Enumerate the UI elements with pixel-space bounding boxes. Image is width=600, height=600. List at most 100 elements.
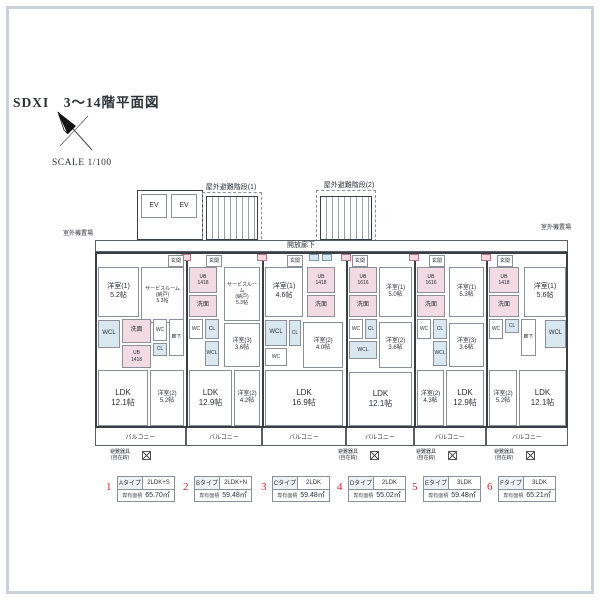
room-f-bedroom1: 洋室(1) 5.6帖 bbox=[524, 267, 566, 317]
page-border bbox=[6, 6, 594, 594]
legend-type-plan: 3LDK bbox=[531, 479, 547, 486]
outdoor-unit-label-right: 室外機置場 bbox=[540, 225, 571, 231]
legend-area-label: 専有面積 bbox=[428, 492, 449, 499]
room-c-bedroom2: 洋室(2) 4.0帖 bbox=[303, 322, 343, 368]
stair-2-icon bbox=[320, 196, 372, 240]
room-d-washroom: 洗面 bbox=[349, 295, 377, 317]
legend-number: 5 bbox=[412, 481, 418, 493]
unit-wall-2 bbox=[262, 252, 264, 428]
legend-type-name: Aタイプ bbox=[118, 477, 143, 489]
room-d-wcl: WCL bbox=[349, 341, 377, 359]
room-a-bedroom2: 洋室(2) 5.2帖 bbox=[150, 370, 184, 426]
room-b-wcl: WCL bbox=[205, 341, 219, 366]
unit-wall-4 bbox=[414, 252, 416, 428]
stair-1-icon bbox=[206, 196, 258, 240]
legend-type-plan: 2LDK+S bbox=[147, 479, 170, 486]
pipe-space-box bbox=[322, 254, 332, 261]
legend-area-label: 専有面積 bbox=[122, 492, 143, 499]
legend-number: 2 bbox=[183, 481, 189, 493]
stair-2-label: 屋外避難階段(2) bbox=[323, 182, 375, 189]
legend-area-label: 専有面積 bbox=[353, 492, 374, 499]
escape-hatch-icon bbox=[370, 451, 379, 460]
room-a-serviceroom: サービスルーム (納戸) 5.3帖 bbox=[141, 267, 184, 323]
legend-type-name: Cタイプ bbox=[273, 477, 298, 489]
room-f-wc: WC bbox=[489, 319, 503, 339]
room-a-ldk: LDK 12.1帖 bbox=[98, 370, 148, 426]
compass-icon bbox=[57, 111, 93, 151]
room-a-hallway: 廊下 bbox=[169, 319, 184, 356]
legend-type-plan: 2LDK bbox=[381, 479, 397, 486]
room-d-wc: WC bbox=[349, 319, 363, 339]
room-b-wc: WC bbox=[189, 319, 203, 339]
escape-equipment-label: 避難器具 (自在鈎) bbox=[493, 449, 514, 462]
room-a-entrance: 玄関 bbox=[168, 255, 184, 267]
page-title: SDXI 3〜14階平面図 bbox=[13, 95, 160, 110]
legend-number: 4 bbox=[337, 481, 343, 493]
legend-type-name: Eタイプ bbox=[424, 477, 449, 489]
room-c-wcl: WCL bbox=[265, 320, 287, 346]
elevator-2: EV bbox=[171, 194, 197, 218]
escape-equipment-label: 避難器具 (自在鈎) bbox=[415, 449, 436, 462]
legend-type-name: Bタイプ bbox=[195, 477, 220, 489]
room-a-bedroom1: 洋室(1) 5.2帖 bbox=[98, 267, 139, 317]
room-b-bath: UB 1418 bbox=[189, 267, 217, 293]
legend-number: 1 bbox=[106, 481, 112, 493]
room-e-wc: WC bbox=[417, 319, 431, 339]
escape-equipment-label: 避難器具 (自在鈎) bbox=[109, 449, 130, 462]
room-b-ldk: LDK 12.9帖 bbox=[189, 370, 232, 426]
room-c-entrance: 玄関 bbox=[287, 255, 303, 267]
room-c-washroom: 洗面 bbox=[307, 295, 335, 317]
room-f-bath: UB 1418 bbox=[489, 267, 519, 293]
room-e-entrance: 玄関 bbox=[429, 255, 445, 267]
legend-type-plan: 2LDK bbox=[305, 479, 321, 486]
balcony-e: バルコニー bbox=[414, 428, 486, 446]
room-d-entrance: 玄関 bbox=[352, 255, 368, 267]
room-e-bedroom3: 洋室(3) 3.6帖 bbox=[449, 323, 484, 367]
scale-label: SCALE 1/100 bbox=[52, 158, 112, 168]
meter-box bbox=[257, 254, 267, 261]
room-b-entrance: 玄関 bbox=[206, 255, 222, 267]
unit-wall-5 bbox=[486, 252, 488, 428]
escape-hatch-icon bbox=[448, 451, 457, 460]
balcony-b: バルコニー bbox=[186, 428, 262, 446]
room-e-wcl: WCL bbox=[433, 341, 447, 366]
room-a-closet: CL bbox=[153, 343, 167, 356]
meter-box bbox=[409, 254, 419, 261]
legend-number: 6 bbox=[487, 481, 493, 493]
balcony-d: バルコニー bbox=[346, 428, 414, 446]
elevator-1: EV bbox=[141, 194, 167, 218]
corridor bbox=[95, 240, 568, 252]
meter-box bbox=[481, 254, 491, 261]
room-e-closet: CL bbox=[433, 319, 447, 339]
room-b-bedroom3: 洋室(3) 3.6帖 bbox=[224, 323, 260, 367]
room-d-bedroom1: 洋室(1) 5.0帖 bbox=[379, 267, 412, 317]
balcony-c: バルコニー bbox=[262, 428, 346, 446]
room-c-bath: UB 1418 bbox=[307, 267, 335, 293]
legend-area-value: 59.48㎡ bbox=[222, 492, 247, 500]
escape-equipment-label: 避難器具 (自在鈎) bbox=[337, 449, 358, 462]
legend-area-label: 専有面積 bbox=[503, 492, 524, 499]
room-a-bath: UB 1418 bbox=[122, 345, 151, 368]
room-f-ldk: LDK 12.1帖 bbox=[519, 370, 566, 426]
legend-number: 3 bbox=[261, 481, 267, 493]
corridor-label: 開放廊下 bbox=[276, 242, 326, 251]
unit-wall-1 bbox=[186, 252, 188, 428]
room-f-entrance: 玄関 bbox=[497, 255, 513, 267]
room-b-closet: CL bbox=[205, 319, 219, 339]
room-e-bedroom1: 洋室(1) 5.3帖 bbox=[449, 267, 484, 317]
room-f-wcl: WCL bbox=[545, 320, 566, 348]
legend-type-name: Fタイプ bbox=[499, 477, 524, 489]
outdoor-unit-label-left: 室外機置場 bbox=[62, 231, 93, 237]
room-f-hallway: 廊下 bbox=[521, 319, 536, 356]
legend-type-plan: 2LDK+N bbox=[224, 479, 247, 486]
legend-type-plan: 3LDK bbox=[456, 479, 472, 486]
room-e-bedroom2: 洋室(2) 4.3帖 bbox=[417, 370, 444, 426]
room-d-closet: CL bbox=[365, 319, 377, 339]
room-c-closet: CL bbox=[289, 320, 301, 346]
room-d-bedroom2: 洋室(2) 3.6帖 bbox=[379, 322, 412, 368]
